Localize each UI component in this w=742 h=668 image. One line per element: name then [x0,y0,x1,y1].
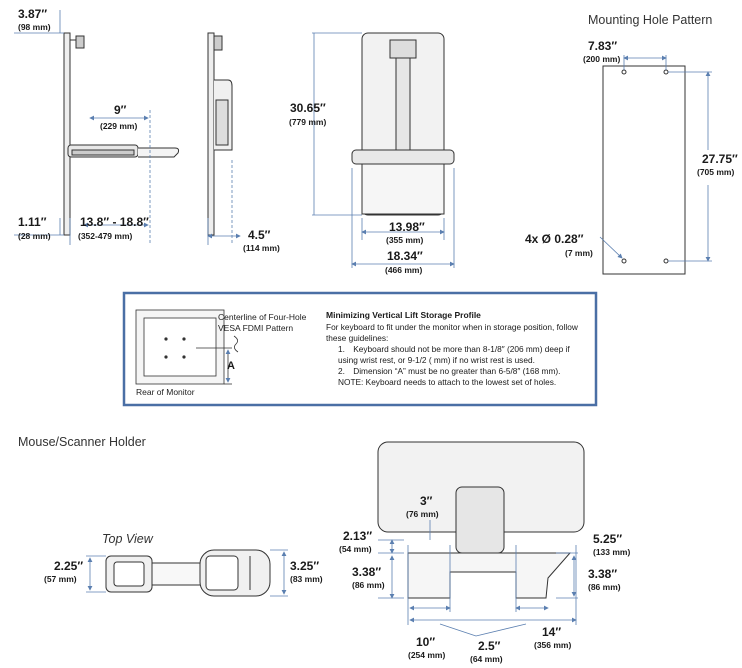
dim-a-label: A [227,360,235,372]
dim-783-in: 7.83″ [588,39,618,53]
info-note: NOTE: Keyboard needs to attach to the lo… [338,377,557,387]
dim-213-mm: (54 mm) [339,544,372,554]
info-intro: For keyboard to fit under the monitor wh… [326,322,578,343]
vesa-caption-1: Centerline of Four-Hole [218,312,307,322]
holes-mm: (7 mm) [565,248,593,258]
dim-525-mm: (133 mm) [593,547,631,557]
dim-338l-mm: (86 mm) [352,580,385,590]
dim-1398-in: 13.98″ [389,220,425,234]
dim-9-in: 9″ [114,103,127,117]
dim-338r-in: 3.38″ [588,567,618,581]
mounting-title: Mounting Hole Pattern [588,13,713,27]
dim-3-mm: (76 mm) [406,509,439,519]
side-view-storage [207,32,233,236]
dim-338r-mm: (86 mm) [588,582,621,592]
dims-side-2 [207,160,241,245]
dim-387-in: 3.87″ [18,7,48,21]
dim-525-in: 5.25″ [593,532,623,546]
dim-783-mm: (200 mm) [583,54,621,64]
vesa-diagram [135,309,239,385]
dim-3-in: 3″ [420,494,433,508]
dim-14-mm: (356 mm) [534,640,572,650]
dim-1834-in: 18.34″ [387,249,423,263]
info-item-1: 1. Keyboard should not be more than 8-1/… [338,344,570,365]
dims-mounting [599,55,712,262]
dim-387-mm: (98 mm) [18,22,51,32]
info-heading: Minimizing Vertical Lift Storage Profile [326,310,481,320]
dim-225-in: 2.25″ [54,559,84,573]
dim-138-mm: (352-479 mm) [78,231,133,241]
dim-25-mm: (64 mm) [470,654,503,664]
dim-111-in: 1.11″ [18,215,47,229]
dims-top-view [86,549,288,597]
dims-side-1 [14,10,151,245]
dim-3065-in: 30.65″ [290,101,326,115]
dim-325-in: 3.25″ [290,559,320,573]
holes-in: 4x Ø 0.28″ [525,232,584,246]
dim-325-mm: (83 mm) [290,574,323,584]
dim-138-in: 13.8″ - 18.8″ [80,215,149,229]
dim-45-mm: (114 mm) [243,243,280,253]
info-item-2: 2. Dimension “A” must be no greater than… [338,366,561,376]
dims-front-holder [378,520,578,637]
dim-338l-in: 3.38″ [352,565,382,579]
dim-25-in: 2.5″ [478,639,501,653]
dim-225-mm: (57 mm) [44,574,77,584]
dim-111-mm: (28 mm) [18,231,51,241]
side-view-extended [63,32,180,236]
dims-front [312,32,455,268]
dim-10-mm: (254 mm) [408,650,446,660]
rear-of-monitor-label: Rear of Monitor [136,387,195,397]
vesa-caption-2: VESA FDMI Pattern [218,323,294,333]
front-view [351,32,455,216]
mouse-holder-top-view [105,549,271,597]
dim-213-in: 2.13″ [343,529,373,543]
dim-14-in: 14″ [542,625,562,639]
mouse-title: Mouse/Scanner Holder [18,435,146,449]
dim-1398-mm: (355 mm) [386,235,424,245]
mouse-holder-front-view [377,441,585,599]
dim-10-in: 10″ [416,635,436,649]
dim-3065-mm: (779 mm) [289,117,327,127]
dim-2775-mm: (705 mm) [697,167,735,177]
dim-2775-in: 27.75″ [702,152,738,166]
dim-9-mm: (229 mm) [100,121,138,131]
mounting-plate [602,65,686,275]
dim-45-in: 4.5″ [248,228,271,242]
dim-1834-mm: (466 mm) [385,265,423,275]
top-view-label: Top View [102,532,153,546]
